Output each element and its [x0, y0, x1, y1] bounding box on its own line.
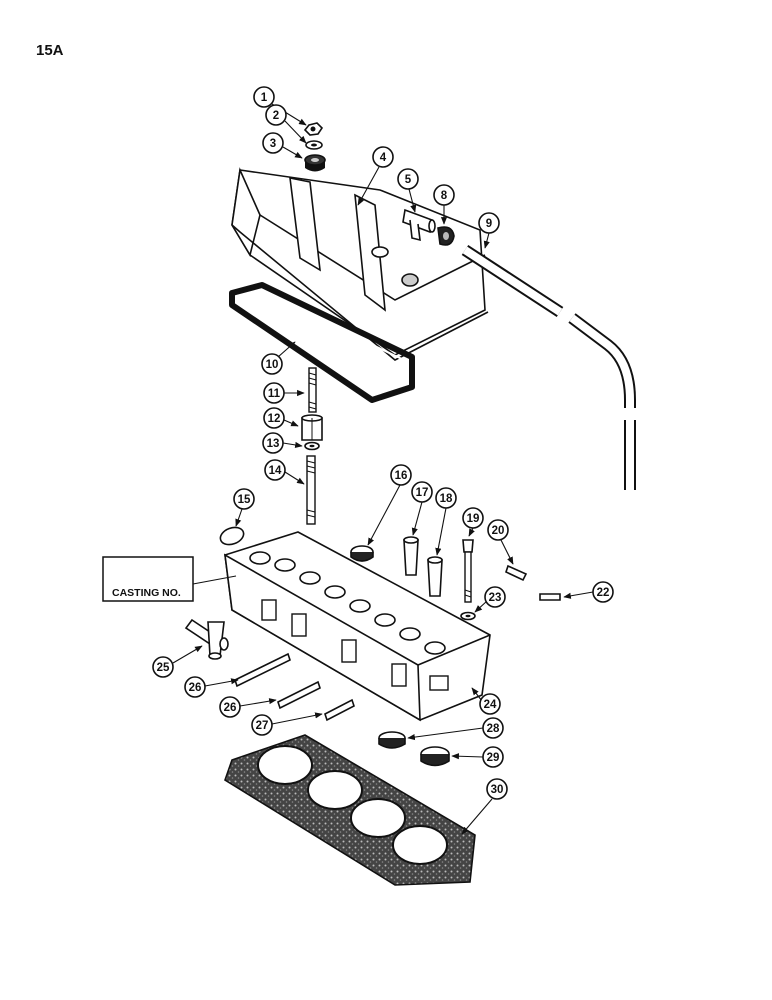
part-long-stud-23: [306, 455, 316, 525]
svg-text:25: 25: [157, 662, 170, 674]
callout-22: 19: [462, 507, 484, 529]
part-stud-18: [277, 680, 321, 710]
callout-30: 25: [152, 656, 174, 678]
part-fitting-30: [184, 618, 229, 660]
svg-text:17: 17: [416, 487, 429, 499]
part-nut-29: [303, 122, 324, 136]
callout-5: 8: [433, 184, 455, 206]
callout-23: 14: [264, 459, 286, 481]
casting-label-text: CASTING NO.: [112, 587, 181, 599]
callout-14: 28: [482, 717, 504, 739]
callout-24: 12: [263, 407, 285, 429]
part-stud-17: [324, 698, 355, 722]
svg-text:14: 14: [269, 465, 282, 477]
part-clamp-5: [437, 226, 455, 246]
callout-9: 16: [390, 464, 412, 486]
svg-text:3: 3: [270, 138, 276, 150]
svg-text:26: 26: [189, 682, 202, 694]
callout-19: 26: [184, 676, 206, 698]
svg-text:29: 29: [487, 752, 500, 764]
part-head-gasket-20: [224, 734, 476, 886]
svg-text:19: 19: [467, 513, 480, 525]
callout-2: 10: [261, 353, 283, 375]
callout-27: 3: [262, 132, 284, 154]
callout-16: 22: [592, 581, 614, 603]
part-coupling-nut-24: [301, 414, 323, 441]
part-breather-tee-3: [402, 208, 436, 242]
svg-text:15: 15: [238, 494, 251, 506]
callout-15: 20: [487, 519, 509, 541]
svg-text:28: 28: [487, 723, 500, 735]
part-cover-gasket-2: [229, 282, 415, 403]
svg-text:5: 5: [405, 174, 412, 186]
callout-10: 15: [233, 488, 255, 510]
callout-11: 18: [435, 487, 457, 509]
svg-text:30: 30: [491, 784, 504, 796]
callout-8: 24: [479, 693, 501, 715]
svg-text:20: 20: [492, 525, 505, 537]
part-stud-16: [539, 593, 561, 601]
part-valve-guide-12: [403, 536, 419, 576]
callout-25: 11: [263, 382, 285, 404]
part-o-ring-10: [219, 526, 245, 546]
svg-text:27: 27: [256, 720, 269, 732]
part-washer-26-lower: [460, 611, 476, 621]
part-stud-19: [234, 652, 291, 688]
svg-text:4: 4: [380, 152, 387, 164]
part-cylinder-head-8: [224, 531, 491, 722]
callout-20: 30: [486, 778, 508, 800]
svg-text:2: 2: [273, 110, 279, 122]
svg-text:18: 18: [440, 493, 453, 505]
svg-text:23: 23: [489, 592, 502, 604]
callout-13: 29: [482, 746, 504, 768]
svg-text:24: 24: [484, 699, 497, 711]
part-grommet-27: [304, 154, 326, 172]
part-washer-26-upper: [304, 441, 320, 451]
svg-text:16: 16: [395, 470, 408, 482]
svg-text:12: 12: [268, 413, 281, 425]
callout-12: 17: [411, 481, 433, 503]
part-seal-13: [420, 746, 450, 767]
page-number: 15A: [36, 42, 64, 59]
callout-18: 26: [219, 696, 241, 718]
callout-28: 2: [265, 104, 287, 126]
callout-3: 5: [397, 168, 419, 190]
svg-text:11: 11: [268, 388, 281, 400]
svg-text:1: 1: [261, 92, 268, 104]
svg-text:10: 10: [266, 359, 279, 371]
svg-text:8: 8: [441, 190, 448, 202]
callout-4: 9: [478, 212, 500, 234]
part-stud-22: [462, 539, 474, 603]
part-stud-25: [308, 367, 317, 413]
casting-number-label: CASTING NO.: [102, 556, 237, 602]
svg-text:26: 26: [224, 702, 237, 714]
callout-26-lower: 23: [484, 586, 506, 608]
callout-1: 4: [372, 146, 394, 168]
svg-text:22: 22: [597, 587, 610, 599]
part-seal-14: [378, 731, 406, 749]
part-stud-15: [505, 564, 528, 582]
part-seal-9: [350, 545, 374, 562]
svg-text:13: 13: [267, 438, 280, 450]
callout-26-upper: 13: [262, 432, 284, 454]
part-hose-4: [461, 244, 636, 490]
svg-text:9: 9: [486, 218, 492, 230]
callout-29: 1: [253, 86, 275, 108]
part-washer-28: [305, 140, 323, 150]
callout-17: 27: [251, 714, 273, 736]
part-valve-guide-11: [427, 556, 443, 597]
